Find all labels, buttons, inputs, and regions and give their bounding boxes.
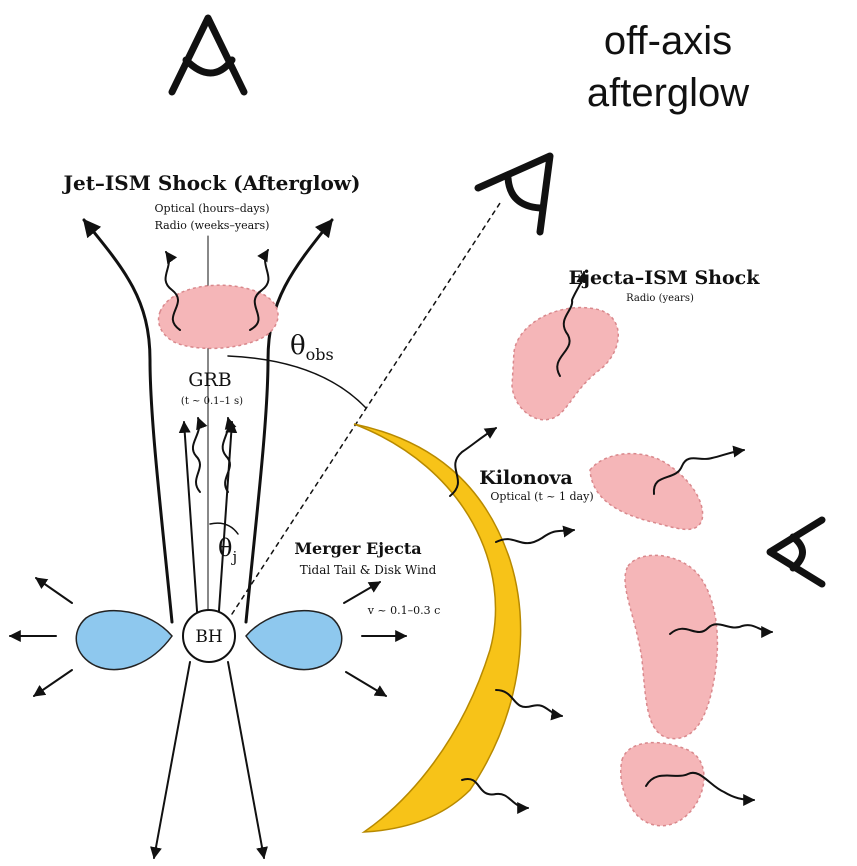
jet-inner-left xyxy=(184,422,198,625)
theta-obs-arc xyxy=(228,356,366,408)
jet-shock-radio: Radio (weeks–years) xyxy=(155,219,270,232)
ejecta-blob xyxy=(512,308,618,420)
ejecta-blob xyxy=(625,555,717,738)
ejecta-subtitle: Tidal Tail & Disk Wind xyxy=(300,563,437,577)
photon-arrow xyxy=(193,418,200,492)
annotation-line2: afterglow xyxy=(587,71,749,115)
on-axis-observer-eye-icon xyxy=(172,18,244,92)
grb-title: GRB xyxy=(188,369,231,391)
theta-obs-label: θobs xyxy=(290,331,334,364)
ejecta-velocity: v ~ 0.1–0.3 c xyxy=(367,604,441,617)
grb-time: (t ~ 0.1–1 s) xyxy=(181,396,243,407)
kilonova-subtitle: Optical (t ~ 1 day) xyxy=(490,490,593,503)
annotation-line1: off-axis xyxy=(604,19,732,63)
ejecta-blob xyxy=(621,743,704,826)
ejecta-shock-subtitle: Radio (years) xyxy=(626,293,694,304)
photon-arrow xyxy=(496,530,574,543)
jet-wall-right xyxy=(246,220,332,622)
disk-right xyxy=(246,611,342,670)
jet-shock-optical: Optical (hours–days) xyxy=(155,202,270,215)
kilonova-title: Kilonova xyxy=(479,467,572,489)
jet-wall-left xyxy=(84,220,172,622)
counter-jet-right xyxy=(228,662,264,858)
counter-jet-left xyxy=(154,662,190,858)
disk-left xyxy=(76,611,172,670)
ejecta-title: Merger Ejecta xyxy=(294,539,421,558)
side-observer-eye-icon xyxy=(770,520,822,584)
theta-j-label: θj xyxy=(218,534,237,566)
ejecta-shock-title: Ejecta–ISM Shock xyxy=(569,267,761,289)
black-hole-label: BH xyxy=(195,627,222,647)
ejecta-shock-blobs xyxy=(512,308,717,826)
ejecta-blob xyxy=(590,454,703,530)
jet-shock-title: Jet–ISM Shock (Afterglow) xyxy=(62,171,361,195)
